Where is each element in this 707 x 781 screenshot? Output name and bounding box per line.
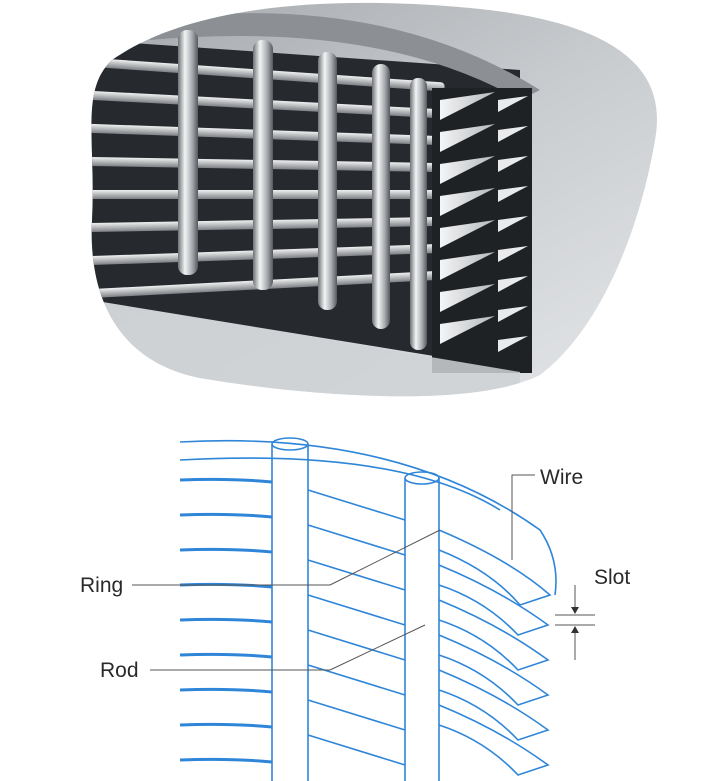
label-ring: Ring	[80, 574, 124, 597]
photo-blob-frame	[91, 2, 658, 397]
wedge-wire-screen-photo	[91, 2, 658, 397]
diagram-structure	[179, 437, 557, 781]
photo-rods	[178, 30, 427, 350]
label-rod: Rod	[100, 659, 139, 682]
label-slot: Slot	[594, 566, 631, 589]
diagram-rings	[179, 477, 273, 764]
wedge-wire-diagram	[132, 437, 595, 781]
label-wire: Wire	[540, 466, 584, 489]
photo-wedge-wires	[432, 88, 532, 373]
leader-lines	[132, 474, 595, 671]
slot-arrows	[571, 607, 579, 633]
